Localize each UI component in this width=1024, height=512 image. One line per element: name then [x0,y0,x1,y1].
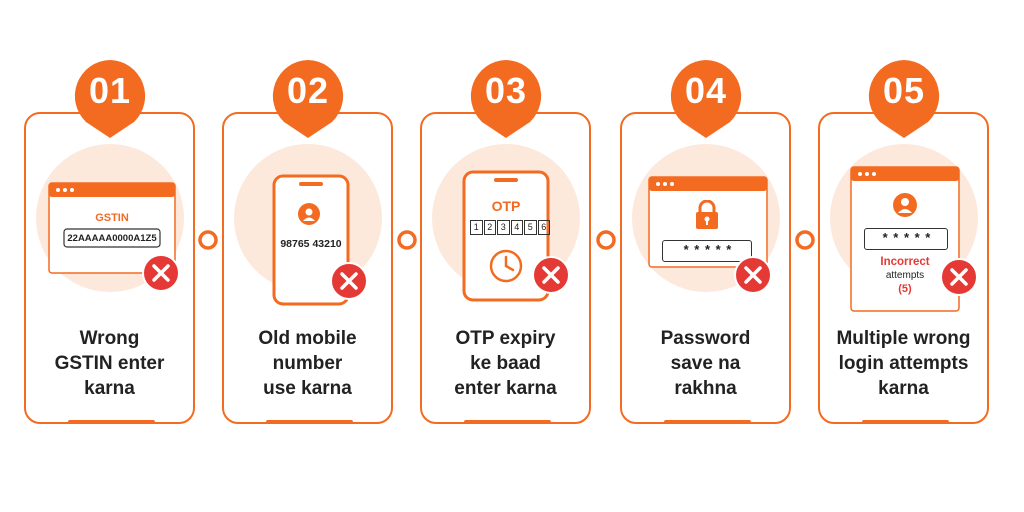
map-pin-shape [670,60,742,138]
error-x-icon [330,262,368,300]
card-accent-bar [664,420,751,424]
step-card-2: 98765 43210 Old mobile number use karna [222,112,393,424]
phone-number: 98765 43210 [280,238,342,250]
gstin-label: GSTIN [95,212,129,224]
error-x-icon [532,256,570,294]
step-caption: OTP expiry ke baad enter karna [454,328,557,399]
step-badge-2: 02 [270,58,346,140]
map-pin-shape [272,60,344,138]
user-pin-icon [298,203,320,225]
otp-digit: 1 [470,220,483,235]
otp-digit: 2 [483,220,496,235]
error-count: (5) [898,283,912,295]
password-field [662,240,752,262]
otp-digit: 6 [537,220,550,235]
error-x-icon [940,258,978,296]
connector-ring-icon [198,230,218,250]
error-x-icon [734,256,772,294]
step-number: 03 [484,70,528,111]
card-accent-bar [464,420,551,424]
otp-digit: 4 [510,220,523,235]
step-number: 02 [286,70,330,111]
step-card-5: * * * * * Incorrect attempts (5) Multipl… [818,112,989,424]
otp-digit: 3 [497,220,510,235]
connector-ring-icon [596,230,616,250]
step-number: 04 [684,70,728,111]
map-pin-shape [868,60,940,138]
password-mask: * * * * * [683,242,733,257]
step-badge-5: 05 [866,58,942,140]
step-number: 01 [88,70,132,111]
gstin-input: 22AAAAA0000A1Z5 [67,233,157,244]
browser-window-illustration [48,182,176,274]
otp-digit-row: 1 2 3 4 5 6 [470,220,550,235]
step-caption: Password save na rakhna [660,328,751,399]
user-avatar-icon [893,193,917,217]
map-pin-shape [470,60,542,138]
step-caption: Multiple wrong login attempts karna [836,328,971,399]
password-field [864,228,948,250]
card-accent-bar [862,420,949,424]
otp-digit: 5 [524,220,537,235]
connector-ring-icon [795,230,815,250]
password-mask: * * * * * [882,230,932,245]
step-card-1: GSTIN 22AAAAA0000A1Z5 Wrong GSTIN enter … [24,112,195,424]
error-title: Incorrect [880,256,930,268]
step-card-4: * * * * * Password save na rakhna [620,112,791,424]
card-accent-bar [266,420,353,424]
step-caption: Old mobile number use karna [258,328,357,399]
step-badge-4: 04 [668,58,744,140]
step-badge-3: 03 [468,58,544,140]
step-card-3: OTP 1 2 3 4 5 6 OTP expiry ke baad enter… [420,112,591,424]
lock-icon [696,200,718,229]
step-badge-1: 01 [72,58,148,140]
otp-label: OTP [491,198,521,214]
map-pin-shape [74,60,146,138]
error-text: attempts [885,270,925,281]
step-caption: Wrong GSTIN enter karna [54,328,165,399]
clock-icon [489,249,523,283]
connector-ring-icon [397,230,417,250]
error-x-icon [142,254,180,292]
step-number: 05 [882,70,926,111]
phone-illustration [272,174,350,306]
phone-illustration [462,170,550,302]
card-accent-bar [68,420,155,424]
